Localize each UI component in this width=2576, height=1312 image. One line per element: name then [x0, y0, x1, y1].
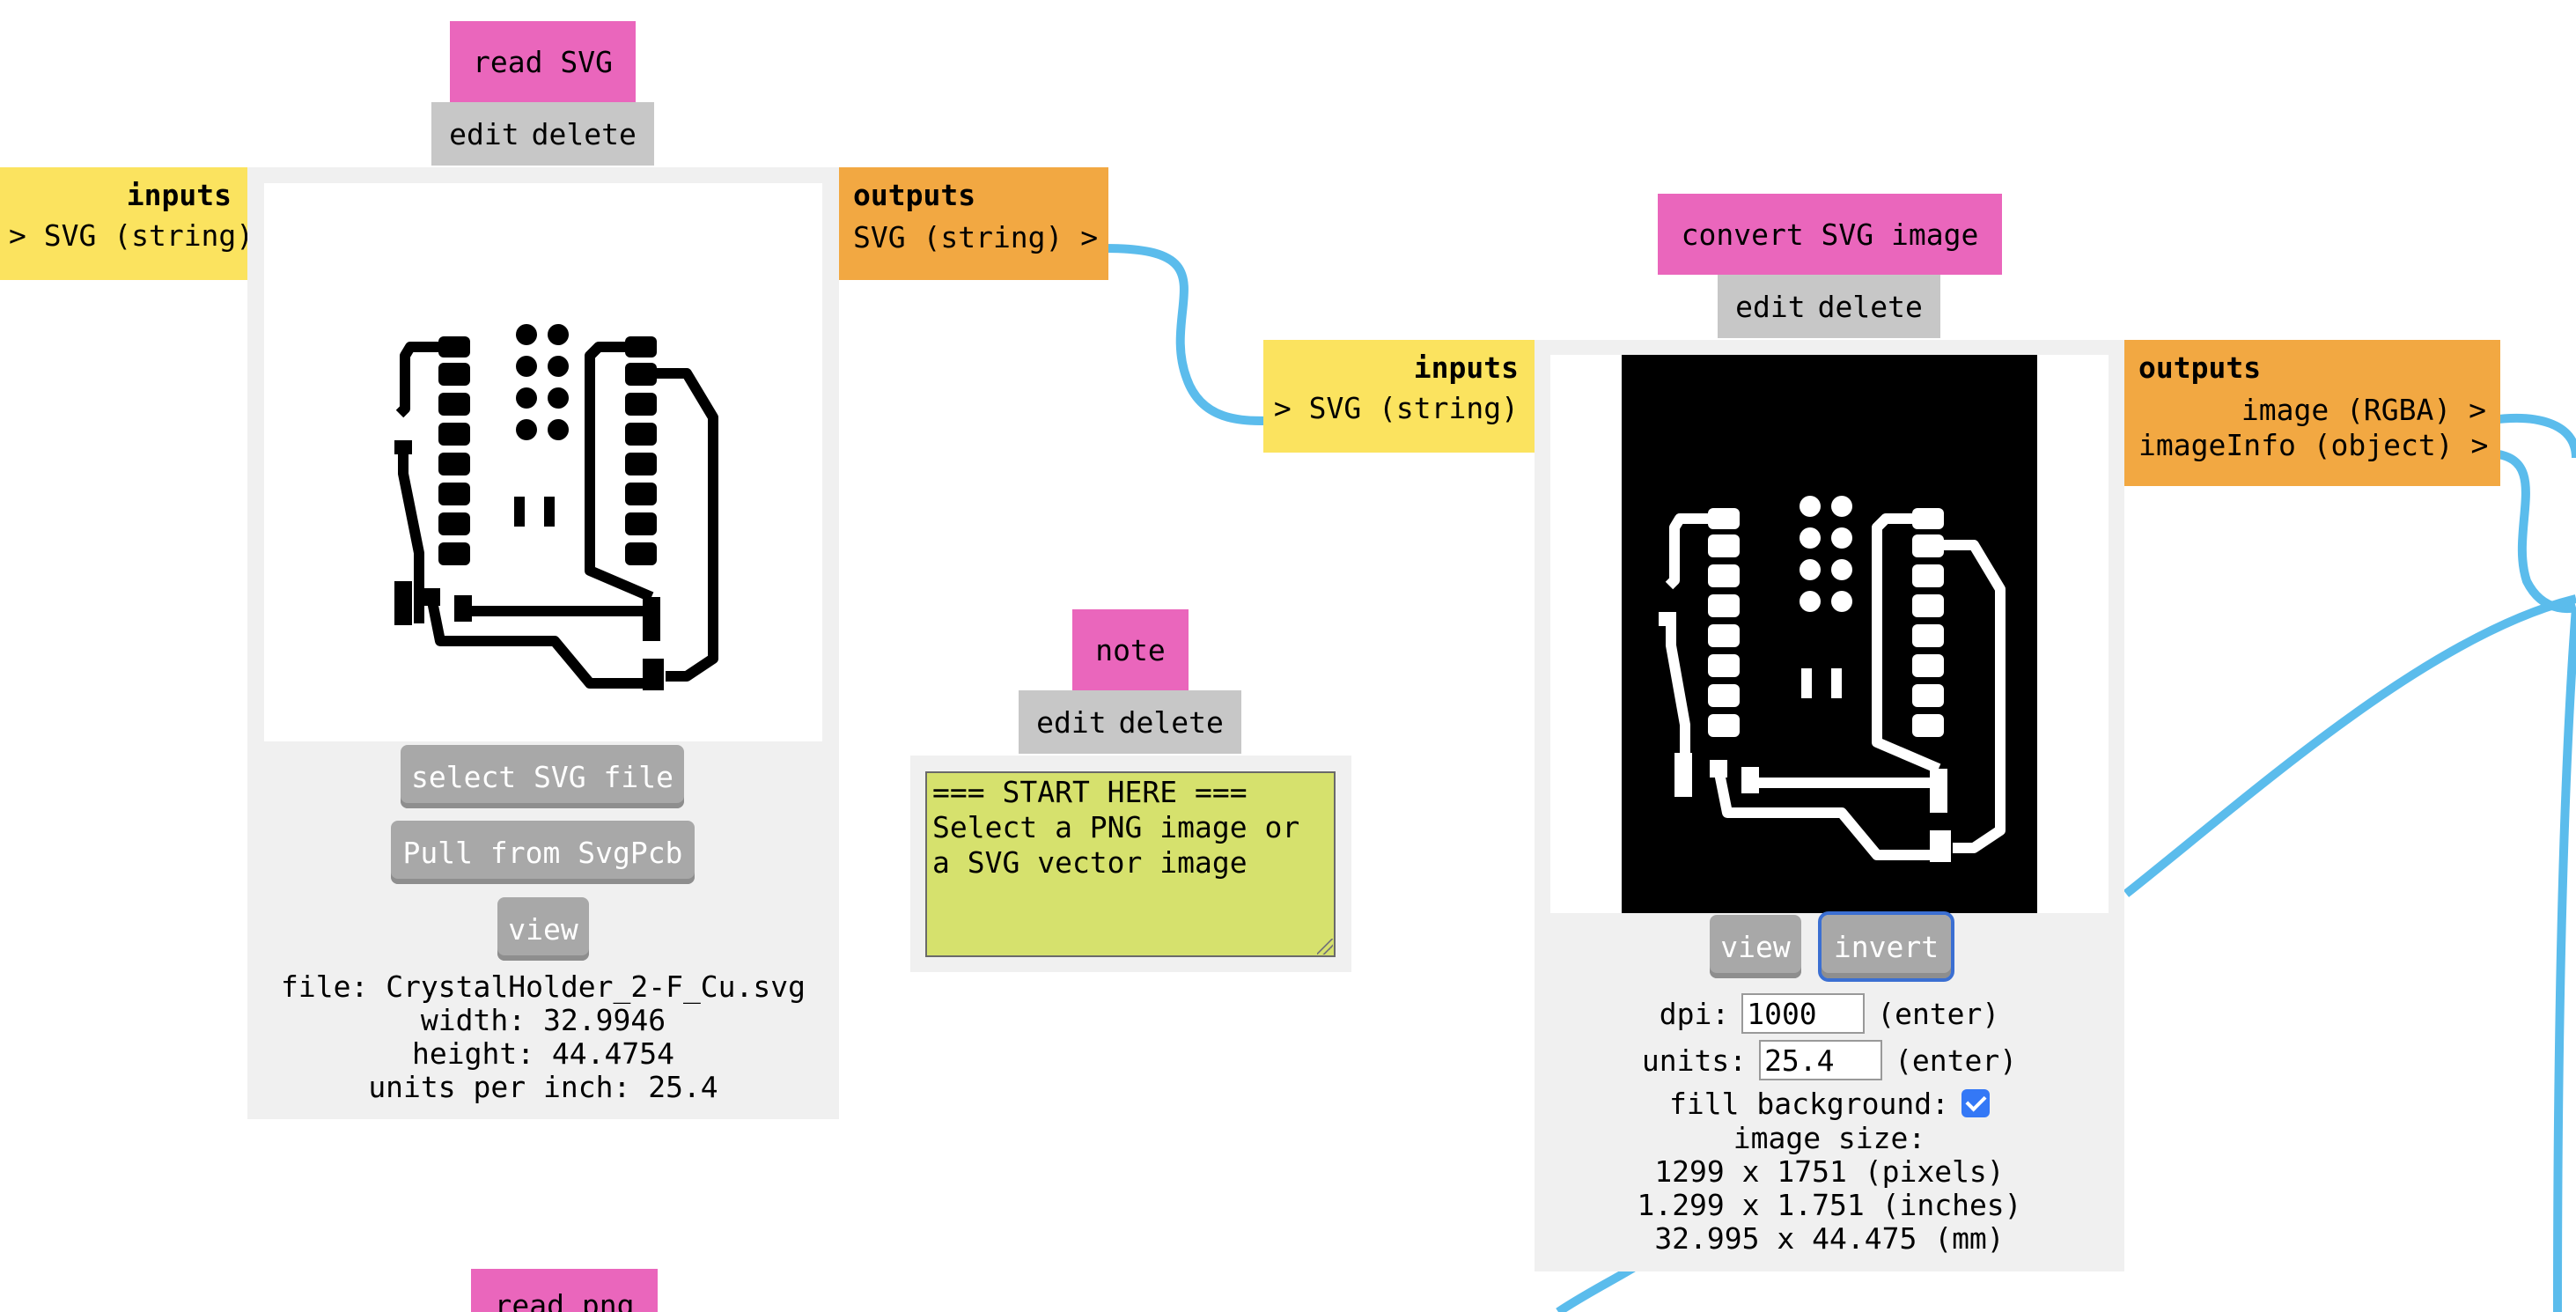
convert-svg-title-text: convert SVG image [1681, 217, 1979, 252]
converted-image-graphic [1659, 496, 2006, 862]
fill-background-checkbox[interactable] [1961, 1089, 1990, 1117]
convert-svg-output-imageinfo[interactable]: imageInfo (object) > [2138, 428, 2489, 462]
read-svg-view-button[interactable]: view [497, 897, 589, 961]
read-svg-delete-button[interactable]: delete [531, 116, 637, 151]
read-svg-outputs-header: outputs [853, 178, 976, 212]
read-png-title[interactable]: read png [471, 1269, 658, 1312]
select-svg-file-button[interactable]: select SVG file [401, 745, 684, 808]
read-svg-output-svg[interactable]: SVG (string) > [853, 220, 1099, 254]
svg-width: width: 32.9946 [420, 1003, 666, 1037]
svg-units-per-inch: units per inch: 25.4 [368, 1070, 718, 1104]
wire-down-right[interactable] [2553, 607, 2576, 1312]
convert-svg-inputs: inputs > SVG (string) [1263, 340, 1535, 453]
svg-height: height: 44.4754 [411, 1036, 674, 1071]
units-enter-hint: (enter) [1895, 1043, 2018, 1078]
wire-image-out-1[interactable] [2491, 413, 2576, 459]
convert-svg-preview [1622, 355, 2037, 913]
convert-svg-outputs-header: outputs [2138, 350, 2262, 385]
dpi-input[interactable] [1741, 993, 1866, 1034]
note-title[interactable]: note [1072, 609, 1189, 690]
convert-svg-input-svg[interactable]: > SVG (string) [1273, 391, 1519, 425]
read-svg-title-text: read SVG [473, 44, 613, 79]
wire-image-out-2[interactable] [2491, 449, 2576, 614]
units-row: units: (enter) [1535, 1039, 2124, 1081]
convert-svg-inputs-header: inputs [1413, 350, 1519, 385]
units-input[interactable] [1759, 1040, 1883, 1080]
read-png-title-text: read png [494, 1288, 635, 1312]
image-size-header: image size: [1733, 1121, 1926, 1155]
note-delete-button[interactable]: delete [1118, 704, 1224, 740]
convert-svg-delete-button[interactable]: delete [1817, 289, 1923, 324]
read-svg-inputs-header: inputs [126, 178, 232, 212]
read-svg-edit-button[interactable]: edit [449, 116, 519, 151]
read-svg-input-svg[interactable]: > SVG (string) [9, 218, 254, 253]
note-edit-button[interactable]: edit [1036, 704, 1107, 740]
read-svg-info: file: CrystalHolder_2-F_Cu.svg width: 32… [247, 970, 839, 1104]
invert-button[interactable]: invert [1818, 911, 1954, 982]
read-svg-outputs: outputs SVG (string) > [839, 167, 1108, 280]
read-svg-inputs: inputs > SVG (string) [0, 167, 254, 280]
note-resize-handle[interactable] [1316, 938, 1336, 957]
wire-imageinfo-out[interactable] [2123, 594, 2576, 897]
wire-bottom[interactable] [1556, 1264, 1636, 1312]
fill-background-row: fill background: [1535, 1085, 2124, 1122]
convert-svg-output-image[interactable]: image (RGBA) > [2241, 393, 2486, 427]
units-label: units: [1641, 1043, 1748, 1078]
read-svg-title[interactable]: read SVG [450, 21, 636, 102]
dpi-label: dpi: [1659, 996, 1730, 1031]
read-svg-preview [264, 183, 822, 741]
image-size-mm: 32.995 x 44.475 (mm) [1654, 1221, 2005, 1256]
image-size-inches: 1.299 x 1.751 (inches) [1637, 1188, 2022, 1222]
image-size-info: image size: 1299 x 1751 (pixels) 1.299 x… [1535, 1122, 2124, 1256]
fill-background-label: fill background: [1669, 1086, 1949, 1121]
convert-svg-title[interactable]: convert SVG image [1658, 194, 2002, 275]
pcb-preview-graphic [394, 324, 718, 690]
dpi-row: dpi: (enter) [1535, 992, 2124, 1035]
dpi-enter-hint: (enter) [1877, 996, 2000, 1031]
note-title-text: note [1095, 632, 1166, 667]
read-svg-edit-bar: edit delete [431, 102, 654, 166]
convert-svg-view-button[interactable]: view [1710, 915, 1801, 978]
note-textarea[interactable]: === START HERE === Select a PNG image or… [925, 771, 1336, 957]
pull-from-svgpcb-button[interactable]: Pull from SvgPcb [391, 821, 695, 884]
convert-svg-outputs: outputs image (RGBA) > imageInfo (object… [2124, 340, 2500, 486]
convert-svg-edit-bar: edit delete [1718, 275, 1940, 338]
wire-svg-to-convert[interactable] [1102, 244, 1272, 425]
convert-svg-edit-button[interactable]: edit [1735, 289, 1806, 324]
note-edit-bar: edit delete [1019, 690, 1241, 754]
image-size-pixels: 1299 x 1751 (pixels) [1654, 1154, 2005, 1189]
svg-file-name: file: CrystalHolder_2-F_Cu.svg [280, 969, 806, 1004]
